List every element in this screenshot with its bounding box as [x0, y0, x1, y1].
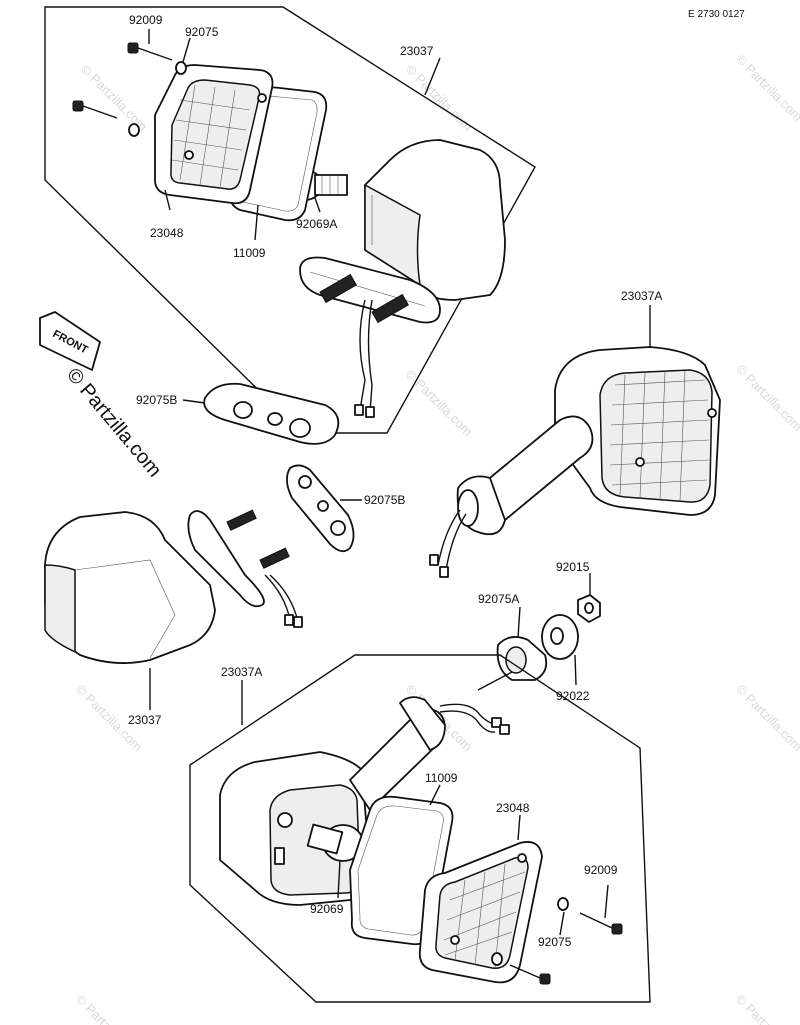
- washer-92075-top: [128, 61, 187, 137]
- grommet-92075B-mid: 92075B: [286, 464, 405, 553]
- housing-23037-top: [299, 139, 506, 418]
- label-11009-top: 11009: [233, 246, 266, 260]
- label-11009-bottom: 11009: [425, 771, 458, 785]
- watermark-text: © Partzilla.com: [733, 992, 800, 1025]
- washer-92022: 92022: [541, 614, 590, 703]
- watermark-text: © Partzilla.com: [733, 682, 800, 755]
- label-92075B-mid: 92075B: [364, 493, 405, 507]
- watermark-text: © Partzilla.com: [733, 52, 800, 125]
- label-92075A: 92075A: [478, 592, 519, 606]
- housing-23037-left: 23037: [44, 509, 303, 727]
- washer-92075-bottom: [491, 897, 569, 966]
- label-23048-bottom: 23048: [496, 801, 530, 815]
- label-23037A-bottom: 23037A: [221, 665, 262, 679]
- screw-92009-top: [72, 42, 173, 119]
- label-92075-top: 92075: [185, 25, 219, 39]
- nut-92015: 92015: [556, 560, 601, 623]
- partzilla-watermark: © Partzilla.com: [62, 364, 165, 481]
- grommet-92075A: 92075A: [478, 592, 548, 681]
- top-assembly: 92009 92075 23037 23048 11009 92069A: [44, 6, 536, 434]
- lens-23048-top: [154, 64, 274, 205]
- label-92015: 92015: [556, 560, 590, 574]
- label-23037-left: 23037: [128, 713, 162, 727]
- label-92022: 92022: [556, 689, 590, 703]
- screw-92009-bottom: [509, 884, 623, 985]
- label-92009-top: 92009: [129, 13, 163, 27]
- label-23048-top: 23048: [150, 226, 184, 240]
- label-92069: 92069: [310, 902, 344, 916]
- grommet-92075B-left: 92075B: [136, 382, 340, 445]
- watermark-text: © Partzilla.com: [733, 362, 800, 435]
- top-assembly-outline: [44, 6, 536, 434]
- bulb-92069: [306, 823, 364, 899]
- bottom-assembly: 23037A 11009 23048 92009 92069 92075: [189, 654, 651, 1003]
- watermark-text: © Partzilla.com: [73, 992, 146, 1025]
- watermark-text: © Partzilla.com: [403, 367, 476, 440]
- drawing-code: E 2730 0127: [688, 9, 745, 20]
- bottom-assembly-outline: [189, 654, 651, 1003]
- label-23037A-right: 23037A: [621, 289, 662, 303]
- label-92075-bottom: 92075: [538, 935, 572, 949]
- lens-23048-bottom: [418, 814, 543, 984]
- watermark-text: © Partzilla.com: [78, 62, 151, 135]
- front-arrow: FRONT: [39, 311, 101, 371]
- label-92009-bottom: 92009: [584, 863, 618, 877]
- signal-23037A-right: 23037A: [429, 289, 721, 578]
- label-92075B-left: 92075B: [136, 393, 177, 407]
- watermark-text: © Partzilla.com: [403, 62, 476, 135]
- label-23037-top: 23037: [400, 44, 434, 58]
- label-92069A: 92069A: [296, 217, 337, 231]
